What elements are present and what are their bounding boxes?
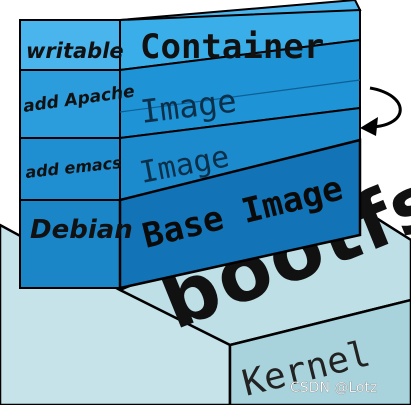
side-label-debian: Debian [30,215,133,245]
kernel-front-face [228,298,411,407]
curved-arrow-icon [360,86,402,136]
side-label-writable: writable [26,39,124,63]
layer-stack [19,0,362,290]
layer-divider [119,79,361,113]
watermark: CSDN @Lotz [290,380,377,396]
front-face-base-image [118,138,362,290]
front-label-container: Container [140,27,324,67]
